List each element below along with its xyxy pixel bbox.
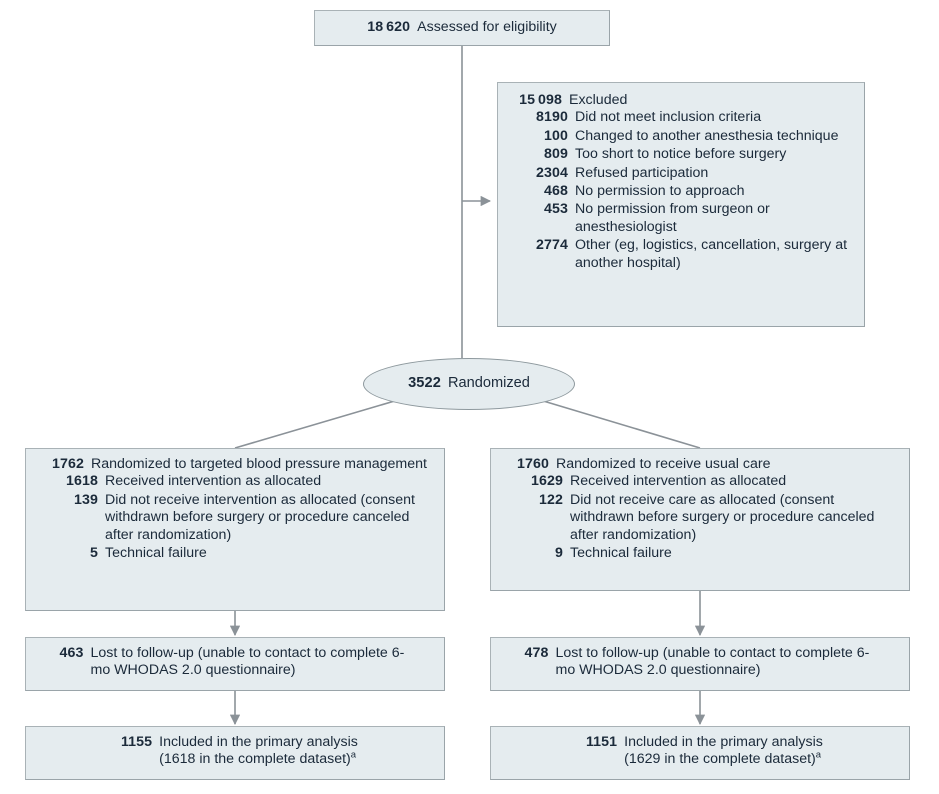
randomized-label: Randomized <box>447 375 530 392</box>
reason-label: Too short to notice before surgery <box>575 146 787 163</box>
assessed-label: Assessed for eligibility <box>417 19 557 36</box>
excluded-header-row: 15 098 Excluded <box>506 92 854 109</box>
detail-label: Technical failure <box>570 545 672 562</box>
final-row: 1151 Included in the primary analysis (1… <box>577 734 823 769</box>
lost-number: 463 <box>59 645 84 661</box>
arm-detail-list: 1629 Received intervention as allocated … <box>501 473 899 562</box>
node-primary-analysis-left: 1155 Included in the primary analysis (1… <box>25 726 445 780</box>
final-label: Included in the primary analysis <box>159 734 358 750</box>
lost-number: 478 <box>524 645 549 661</box>
connector-randomize-left <box>234 399 399 449</box>
final-row: 1155 Included in the primary analysis (1… <box>112 734 358 769</box>
arm-detail: 5 Technical failure <box>50 545 434 562</box>
reason-number: 468 <box>544 183 568 200</box>
detail-number: 122 <box>539 491 563 508</box>
excluded-label: Excluded <box>569 92 628 108</box>
arm-detail-list: 1618 Received intervention as allocated … <box>36 473 434 562</box>
arm-detail: 1618 Received intervention as allocated <box>50 473 434 490</box>
lost-row: 463 Lost to follow-up (unable to contact… <box>50 645 421 680</box>
arm-number: 1760 <box>517 456 549 472</box>
reason-number: 2304 <box>536 164 568 181</box>
final-sublabel: (1629 in the complete dataset) <box>624 751 816 768</box>
final-label-group: Included in the primary analysis (1618 i… <box>152 734 358 769</box>
reason-label: Did not meet inclusion criteria <box>575 109 762 126</box>
final-label: Included in the primary analysis <box>624 734 823 750</box>
arm-detail: 122 Did not receive care as allocated (c… <box>515 492 899 544</box>
reason-number: 8190 <box>536 109 568 126</box>
detail-label: Received intervention as allocated <box>570 473 787 490</box>
final-sublabel: (1618 in the complete dataset) <box>159 751 351 768</box>
reason-label: Changed to another anesthesia technique <box>575 127 839 144</box>
footnote-marker: a <box>350 749 357 761</box>
lost-label: Lost to follow-up (unable to contact to … <box>555 645 870 679</box>
detail-label: Did not receive intervention as allocate… <box>105 491 415 543</box>
arm-header-row: 1760 Randomized to receive usual care <box>501 456 899 473</box>
assessed-number: 18 620 <box>367 19 411 36</box>
reason-label: Other (eg, logistics, cancellation, surg… <box>575 237 848 271</box>
excluded-reason: 809 Too short to notice before surgery <box>520 146 854 163</box>
detail-number: 139 <box>74 491 98 508</box>
arm-label: Randomized to receive usual care <box>556 456 771 472</box>
detail-number: 5 <box>90 545 98 562</box>
excluded-reason: 2304 Refused participation <box>520 165 854 182</box>
excluded-reason: 453 No permission from surgeon or anesth… <box>520 201 854 236</box>
excluded-reason-list: 8190 Did not meet inclusion criteria 100… <box>506 109 854 272</box>
final-number: 1155 <box>120 734 153 750</box>
detail-label: Did not receive care as allocated (conse… <box>570 491 875 543</box>
detail-number: 9 <box>555 545 563 562</box>
final-number: 1151 <box>585 734 618 750</box>
node-primary-analysis-right: 1151 Included in the primary analysis (1… <box>490 726 910 780</box>
randomized-number: 3522 <box>408 375 441 392</box>
arm-header-row: 1762 Randomized to targeted blood pressu… <box>36 456 434 473</box>
lost-label: Lost to follow-up (unable to contact to … <box>90 645 405 679</box>
excluded-reason: 2774 Other (eg, logistics, cancellation,… <box>520 237 854 272</box>
excluded-reason: 468 No permission to approach <box>520 183 854 200</box>
reason-number: 809 <box>544 146 568 163</box>
node-allocation-right: 1760 Randomized to receive usual care 16… <box>490 448 910 591</box>
reason-number: 2774 <box>536 237 568 254</box>
detail-label: Technical failure <box>105 545 207 562</box>
node-lost-followup-left: 463 Lost to follow-up (unable to contact… <box>25 637 445 691</box>
final-label-group: Included in the primary analysis (1629 i… <box>617 734 823 769</box>
reason-number: 100 <box>544 127 568 144</box>
reason-label: No permission to approach <box>575 183 745 200</box>
arm-number: 1762 <box>52 456 84 472</box>
reason-label: Refused participation <box>575 164 709 181</box>
detail-label: Received intervention as allocated <box>105 473 322 490</box>
node-lost-followup-right: 478 Lost to follow-up (unable to contact… <box>490 637 910 691</box>
node-randomized: 3522 Randomized <box>363 358 575 410</box>
node-allocation-left: 1762 Randomized to targeted blood pressu… <box>25 448 445 611</box>
excluded-number: 15 098 <box>519 92 562 108</box>
footnote-marker: a <box>815 749 822 761</box>
excluded-reason: 100 Changed to another anesthesia techni… <box>520 128 854 145</box>
arm-label: Randomized to targeted blood pressure ma… <box>91 456 427 472</box>
arm-detail: 9 Technical failure <box>515 545 899 562</box>
arm-detail: 1629 Received intervention as allocated <box>515 473 899 490</box>
node-assessed-for-eligibility: 18 620 Assessed for eligibility <box>314 10 610 46</box>
assessed-row: 18 620 Assessed for eligibility <box>367 19 556 36</box>
detail-number: 1629 <box>531 473 563 490</box>
reason-label: No permission from surgeon or anesthesio… <box>575 201 770 235</box>
node-excluded: 15 098 Excluded 8190 Did not meet inclus… <box>497 82 865 327</box>
arm-detail: 139 Did not receive intervention as allo… <box>50 492 434 544</box>
connector-randomize-right <box>539 399 701 449</box>
randomized-row: 3522 Randomized <box>408 375 530 392</box>
reason-number: 453 <box>544 201 568 218</box>
detail-number: 1618 <box>66 473 98 490</box>
excluded-reason: 8190 Did not meet inclusion criteria <box>520 109 854 126</box>
lost-row: 478 Lost to follow-up (unable to contact… <box>515 645 886 680</box>
